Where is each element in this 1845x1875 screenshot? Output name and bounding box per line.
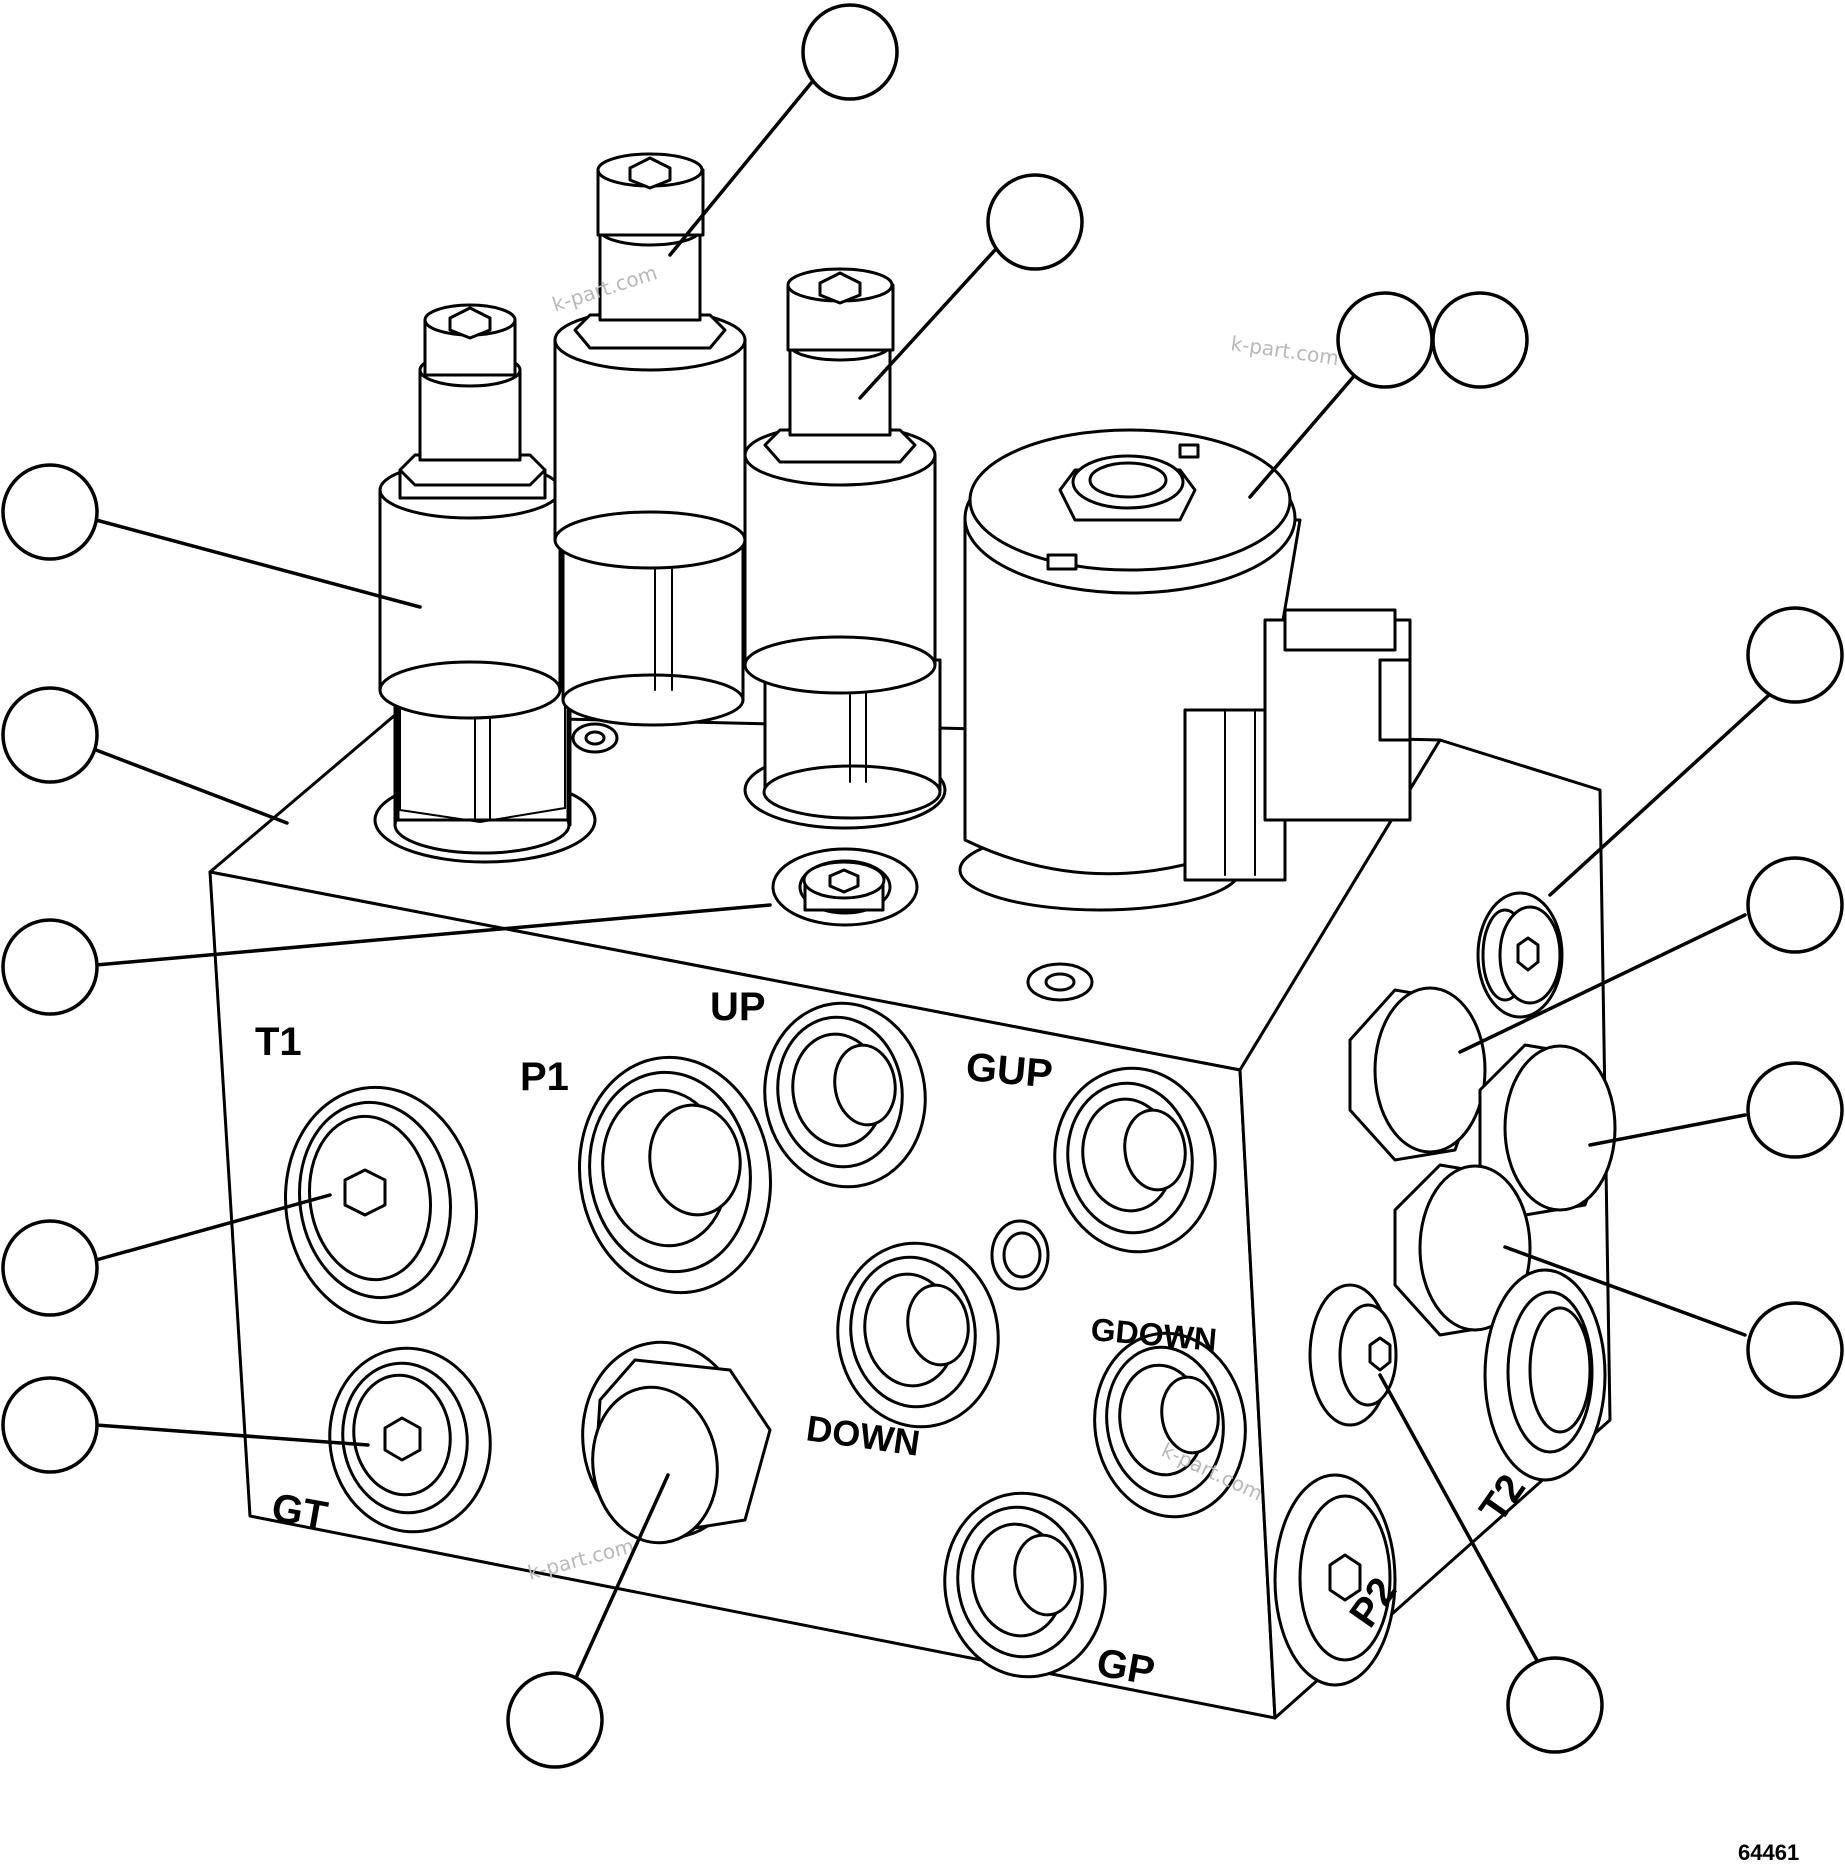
leader-10	[1503, 1245, 1747, 1337]
port-t2	[1483, 1268, 1607, 1482]
label-gup: GUP	[964, 1045, 1054, 1096]
callout-circle-10	[1746, 1061, 1844, 1159]
leader-2	[858, 248, 997, 400]
right-hex-plug-top	[1348, 986, 1487, 1162]
callout-circle-12	[1, 1219, 99, 1317]
label-p1: P1	[520, 1055, 569, 1099]
callout-circle-3	[1336, 291, 1434, 389]
callout-circle-8	[1746, 606, 1844, 704]
label-up: UP	[710, 985, 766, 1029]
port-t1-plug	[284, 1085, 478, 1325]
callout-circle-5	[1, 463, 99, 561]
watermark-2: k-part.com	[1229, 331, 1340, 370]
label-gt: GT	[268, 1486, 330, 1539]
cartridge-valve-center	[553, 152, 747, 727]
callout-circles	[1, 3, 1844, 1769]
right-hex-plug-mid	[1478, 1043, 1617, 1217]
leader-5	[94, 748, 289, 825]
leader-11	[94, 1193, 332, 1262]
cartridge-valve-right	[743, 267, 947, 830]
callout-circle-14	[506, 1671, 604, 1769]
leader-14	[1378, 1373, 1547, 1677]
top-small-plug	[771, 847, 919, 927]
callout-circle-1	[801, 3, 899, 101]
leader-6	[94, 903, 772, 967]
callout-circle-11	[1746, 1301, 1844, 1399]
orifice-front	[990, 1219, 1050, 1291]
leader-1	[668, 80, 814, 257]
label-gp: GP	[1093, 1641, 1158, 1694]
port-gp	[943, 1491, 1107, 1679]
leader-12	[94, 1423, 370, 1447]
callout-circle-6	[1, 686, 99, 784]
port-p1	[578, 1055, 772, 1295]
leader-7	[1548, 683, 1782, 897]
leader-4	[94, 518, 422, 609]
port-gt-plug	[328, 1346, 492, 1534]
top-orifice-2	[571, 722, 619, 754]
leader-13	[573, 1473, 670, 1682]
callout-circle-4	[1431, 291, 1529, 389]
top-orifice	[1026, 962, 1094, 1002]
callout-circle-2	[986, 173, 1084, 271]
solenoid-coil	[958, 428, 1412, 912]
callout-circle-15	[1506, 1656, 1604, 1754]
leader-3	[1248, 373, 1357, 499]
right-knurled-plug-upper	[1476, 891, 1564, 1019]
callout-circle-7	[1, 918, 99, 1016]
figure-reference-number: 64461	[1738, 1840, 1799, 1865]
port-gdown	[1093, 1331, 1247, 1519]
leader-lines	[94, 80, 1782, 1682]
port-gup	[1053, 1066, 1217, 1254]
callout-circle-13	[1, 1376, 99, 1474]
port-up	[763, 1001, 927, 1189]
hex-plug-front	[581, 1340, 772, 1545]
callout-circle-9	[1746, 856, 1844, 954]
port-p2-plug	[1273, 1473, 1397, 1687]
port-down	[836, 1241, 1000, 1429]
leader-9	[1588, 1113, 1747, 1147]
cartridge-valve-left	[373, 303, 597, 864]
right-hex-plug-lower	[1393, 1163, 1532, 1337]
label-t1: T1	[255, 1020, 302, 1064]
leader-8	[1458, 913, 1747, 1054]
